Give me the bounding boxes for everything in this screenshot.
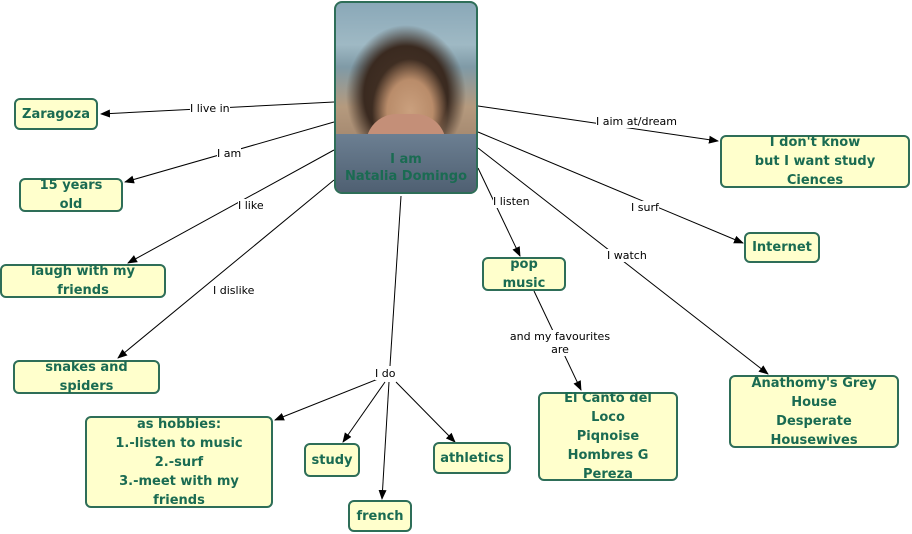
node-tv-shows[interactable]: Anathomy's Grey House Desperate Housewiv… [729,375,899,448]
center-photo-node[interactable]: I am Natalia Domingo [334,1,478,194]
node-dream[interactable]: I don't know but I want study Ciences [720,135,910,188]
edge-label-watch: I watch [607,249,647,262]
edge-dislike [117,179,335,359]
edge-label-surf: I surf [631,201,659,214]
node-internet[interactable]: Internet [744,232,820,263]
edge-do-hobbies [274,378,379,421]
node-pop-music[interactable]: pop music [482,257,566,291]
node-hobbies[interactable]: as hobbies: 1.-listen to music 2.-surf 3… [85,416,273,508]
edge-label-live-in: I live in [190,102,230,115]
edge-label-like: I like [238,199,264,212]
node-age[interactable]: 15 years old [19,178,123,212]
node-favourite-bands[interactable]: El Canto del Loco Piqnoise Hombres G Per… [538,391,678,482]
edge-label-am: I am [217,147,242,160]
photo-shirt [336,134,476,192]
edge-label-do: I do [375,367,396,380]
center-node-caption: I am Natalia Domingo [344,152,468,184]
edge-surf [477,131,744,244]
edge-do-athletics [395,381,456,443]
node-athletics[interactable]: athletics [433,442,511,474]
edge-label-favourites: and my favourites are [508,330,612,356]
edge-label-aim: I aim at/dream [596,115,677,128]
edge-do-study [342,381,386,443]
edge-label-listen: I listen [493,195,530,208]
edge-listen [477,167,521,257]
edge-label-dislike: I dislike [213,284,255,297]
node-study[interactable]: study [304,443,360,477]
edge-do [389,195,402,367]
node-snakes-and-spiders[interactable]: snakes and spiders [13,360,160,394]
edge-do-french [378,381,390,500]
node-french[interactable]: french [348,500,412,532]
node-laugh-with-friends[interactable]: laugh with my friends [0,264,166,298]
edge-like [127,149,335,264]
node-zaragoza[interactable]: Zaragoza [14,98,98,130]
